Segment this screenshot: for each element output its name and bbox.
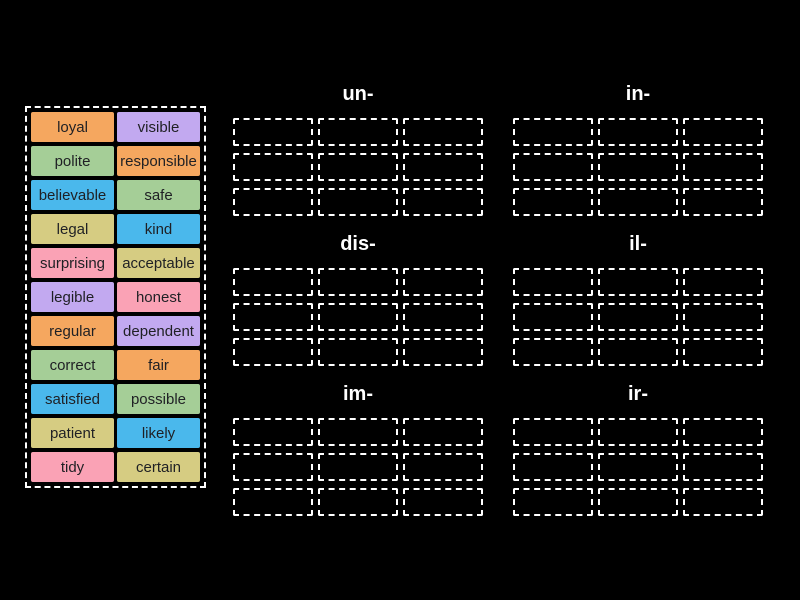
drop-slot[interactable] — [598, 338, 678, 366]
drop-slot[interactable] — [513, 153, 593, 181]
word-tile-dependent[interactable]: dependent — [117, 316, 200, 346]
group-dis: dis- — [233, 232, 483, 382]
drop-slot[interactable] — [233, 268, 313, 296]
drop-slot[interactable] — [318, 118, 398, 146]
group-header-un: un- — [342, 83, 374, 105]
drop-slot[interactable] — [403, 453, 483, 481]
drop-slot[interactable] — [403, 418, 483, 446]
group-header-in: in- — [625, 83, 651, 105]
drop-slot[interactable] — [598, 188, 678, 216]
slot-grid-il — [513, 268, 763, 366]
drop-slot[interactable] — [318, 153, 398, 181]
word-tile-visible[interactable]: visible — [117, 112, 200, 142]
drop-slot[interactable] — [513, 338, 593, 366]
drop-slot[interactable] — [513, 188, 593, 216]
word-tile-safe[interactable]: safe — [117, 180, 200, 210]
drop-slot[interactable] — [233, 488, 313, 516]
drop-slot[interactable] — [318, 303, 398, 331]
word-tile-possible[interactable]: possible — [117, 384, 200, 414]
word-tile-legible[interactable]: legible — [31, 282, 114, 312]
drop-slot[interactable] — [683, 453, 763, 481]
drop-slot[interactable] — [233, 418, 313, 446]
drop-slot[interactable] — [318, 338, 398, 366]
slot-grid-un — [233, 118, 483, 216]
word-tile-patient[interactable]: patient — [31, 418, 114, 448]
drop-slot[interactable] — [683, 488, 763, 516]
drop-slot[interactable] — [513, 118, 593, 146]
drop-slot[interactable] — [598, 153, 678, 181]
word-tile-satisfied[interactable]: satisfied — [31, 384, 114, 414]
drop-slot[interactable] — [403, 488, 483, 516]
drop-slot[interactable] — [403, 188, 483, 216]
word-tile-loyal[interactable]: loyal — [31, 112, 114, 142]
drop-slot[interactable] — [598, 488, 678, 516]
drop-slot[interactable] — [513, 488, 593, 516]
group-un: un- — [233, 82, 483, 232]
drop-slot[interactable] — [403, 268, 483, 296]
group-il: il- — [513, 232, 763, 382]
word-tile-surprising[interactable]: surprising — [31, 248, 114, 278]
drop-slot[interactable] — [513, 268, 593, 296]
drop-slot[interactable] — [683, 338, 763, 366]
group-im: im- — [233, 382, 483, 532]
group-header-dis: dis- — [340, 233, 376, 255]
word-tile-legal[interactable]: legal — [31, 214, 114, 244]
slot-grid-ir — [513, 418, 763, 516]
drop-slot[interactable] — [683, 118, 763, 146]
drop-slot[interactable] — [233, 453, 313, 481]
drop-slot[interactable] — [598, 453, 678, 481]
drop-slot[interactable] — [233, 303, 313, 331]
drop-slot[interactable] — [318, 453, 398, 481]
word-tile-responsible[interactable]: responsible — [117, 146, 200, 176]
drop-slot[interactable] — [598, 118, 678, 146]
drop-slot[interactable] — [318, 418, 398, 446]
drop-slot[interactable] — [598, 268, 678, 296]
drop-slot[interactable] — [513, 303, 593, 331]
slot-grid-in — [513, 118, 763, 216]
drop-slot[interactable] — [233, 338, 313, 366]
drop-slot[interactable] — [233, 188, 313, 216]
drop-slot[interactable] — [403, 153, 483, 181]
word-tile-correct[interactable]: correct — [31, 350, 114, 380]
drop-slot[interactable] — [233, 153, 313, 181]
slot-grid-dis — [233, 268, 483, 366]
drop-slot[interactable] — [233, 118, 313, 146]
drop-slot[interactable] — [683, 153, 763, 181]
word-tile-certain[interactable]: certain — [117, 452, 200, 482]
drop-slot[interactable] — [318, 488, 398, 516]
group-header-im: im- — [343, 383, 373, 405]
drop-slot[interactable] — [513, 453, 593, 481]
group-header-il: il- — [629, 233, 647, 255]
drop-slot[interactable] — [598, 303, 678, 331]
word-tile-kind[interactable]: kind — [117, 214, 200, 244]
drop-slot[interactable] — [683, 418, 763, 446]
drop-slot[interactable] — [683, 268, 763, 296]
drop-slot[interactable] — [683, 188, 763, 216]
group-header-ir: ir- — [628, 383, 648, 405]
drop-slot[interactable] — [318, 188, 398, 216]
group-ir: ir- — [513, 382, 763, 532]
word-tile-acceptable[interactable]: acceptable — [117, 248, 200, 278]
drop-slot[interactable] — [598, 418, 678, 446]
word-tile-likely[interactable]: likely — [117, 418, 200, 448]
word-tile-believable[interactable]: believable — [31, 180, 114, 210]
drop-slot[interactable] — [513, 418, 593, 446]
group-in: in- — [513, 82, 763, 232]
word-tile-regular[interactable]: regular — [31, 316, 114, 346]
drop-slot[interactable] — [403, 338, 483, 366]
drop-slot[interactable] — [683, 303, 763, 331]
groups-area: un-in-dis-il-im-ir- — [233, 82, 763, 532]
slot-grid-im — [233, 418, 483, 516]
word-tile-honest[interactable]: honest — [117, 282, 200, 312]
drop-slot[interactable] — [403, 118, 483, 146]
drop-slot[interactable] — [318, 268, 398, 296]
word-tile-polite[interactable]: polite — [31, 146, 114, 176]
word-tile-tidy[interactable]: tidy — [31, 452, 114, 482]
drop-slot[interactable] — [403, 303, 483, 331]
word-tile-fair[interactable]: fair — [117, 350, 200, 380]
